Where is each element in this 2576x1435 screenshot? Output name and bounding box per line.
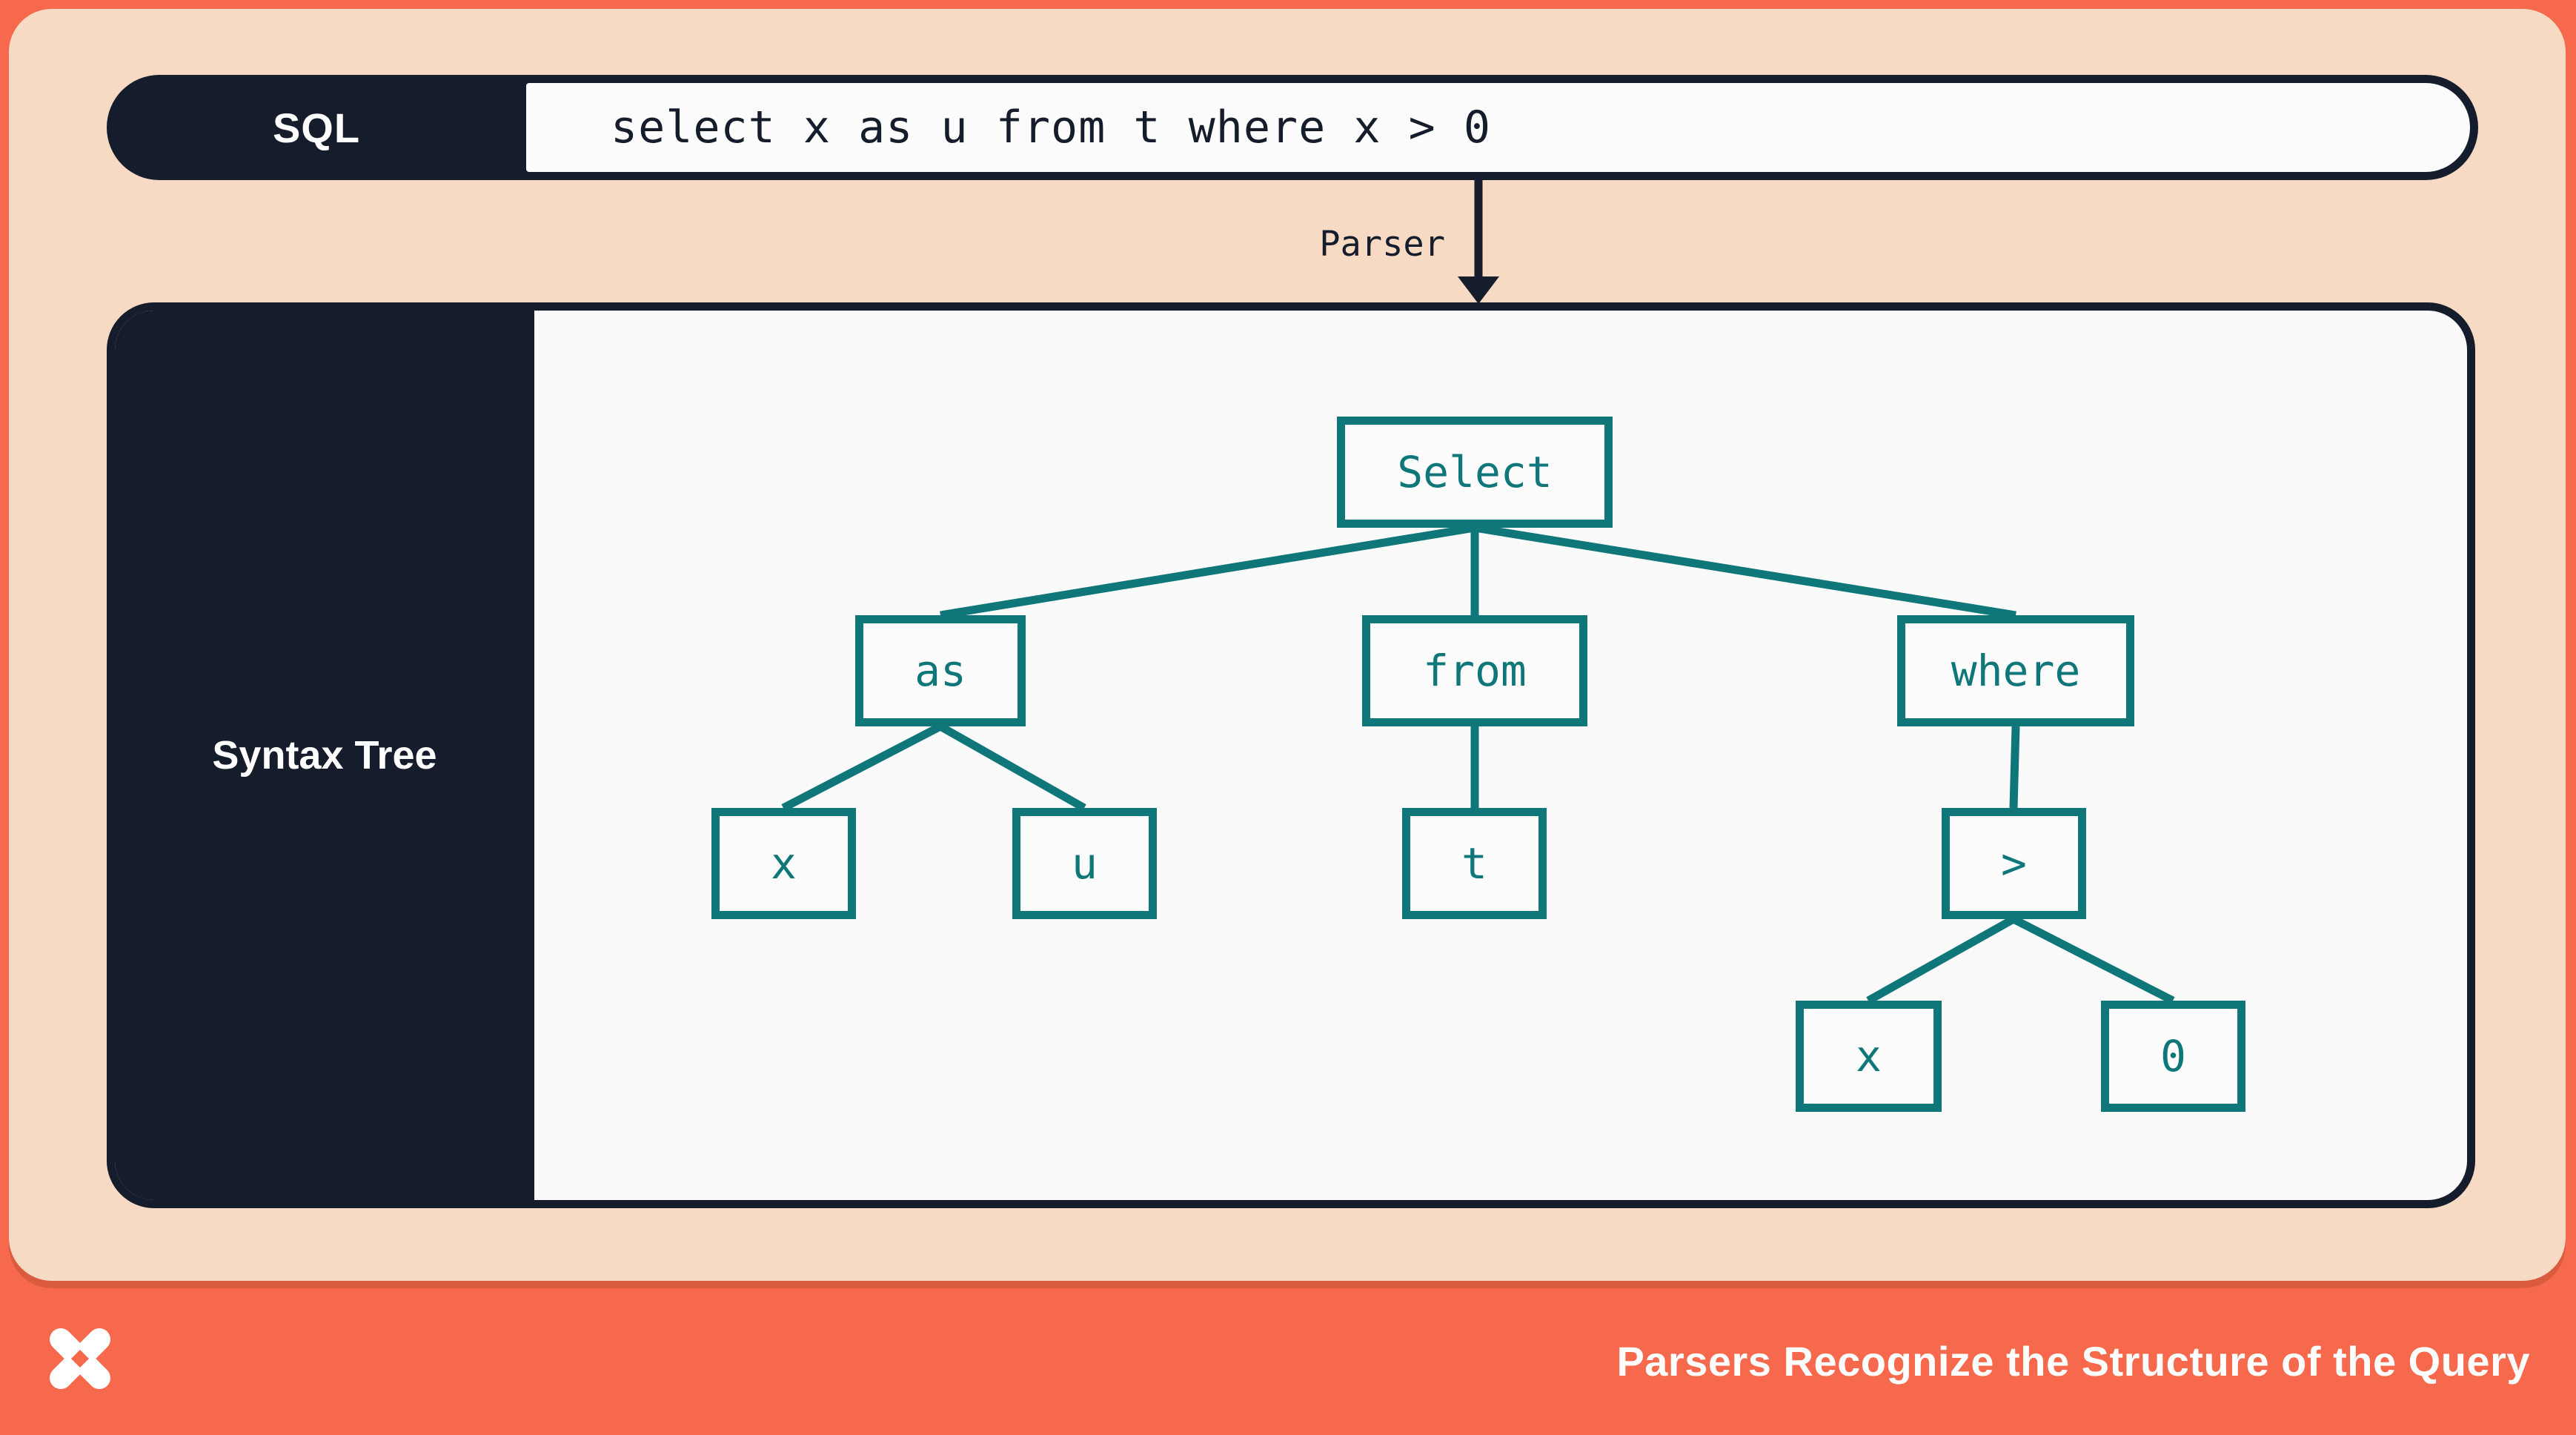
syntax-tree-title: Syntax Tree — [212, 733, 437, 778]
parser-label: Parser — [1319, 224, 1445, 265]
tree-node-gt: > — [1942, 808, 2086, 919]
x-star-logo-icon — [50, 1328, 110, 1389]
edge-as-u — [938, 723, 1086, 812]
edge-as-x — [781, 723, 943, 812]
sql-bar-label: SQL — [272, 104, 361, 151]
tree-node-t: t — [1402, 808, 1547, 919]
footer-title: Parsers Recognize the Structure of the Q… — [1616, 1338, 2530, 1385]
tree-node-u: u — [1012, 808, 1157, 919]
footer: Parsers Recognize the Structure of the Q… — [0, 1287, 2576, 1435]
tree-node-x-alias: x — [711, 808, 856, 919]
edge-select-where — [1474, 523, 2016, 620]
sql-query: select x as u from t where x > 0 — [526, 83, 2470, 172]
tree-node-from: from — [1362, 615, 1587, 726]
edge-gt-zero — [2011, 915, 2175, 1004]
tree-node-zero: 0 — [2101, 1001, 2245, 1112]
tree-node-select: Select — [1337, 417, 1613, 528]
tree-node-where: where — [1897, 615, 2134, 726]
down-arrow-icon — [1458, 180, 1499, 304]
sql-bar: SQL select x as u from t where x > 0 — [107, 75, 2478, 180]
tree-edges — [781, 523, 2175, 1004]
edge-where-gt — [2009, 726, 2020, 809]
edge-select-as — [940, 523, 1475, 620]
tree-node-as: as — [855, 615, 1026, 726]
syntax-tree-panel: Syntax Tree Select as from where x u t >… — [107, 302, 2475, 1208]
syntax-tree-canvas: Select as from where x u t > x 0 — [534, 311, 2467, 1200]
edge-gt-x — [1866, 915, 2016, 1004]
syntax-tree-sidebar: Syntax Tree — [115, 311, 534, 1200]
tree-node-x-cond: x — [1796, 1001, 1942, 1112]
